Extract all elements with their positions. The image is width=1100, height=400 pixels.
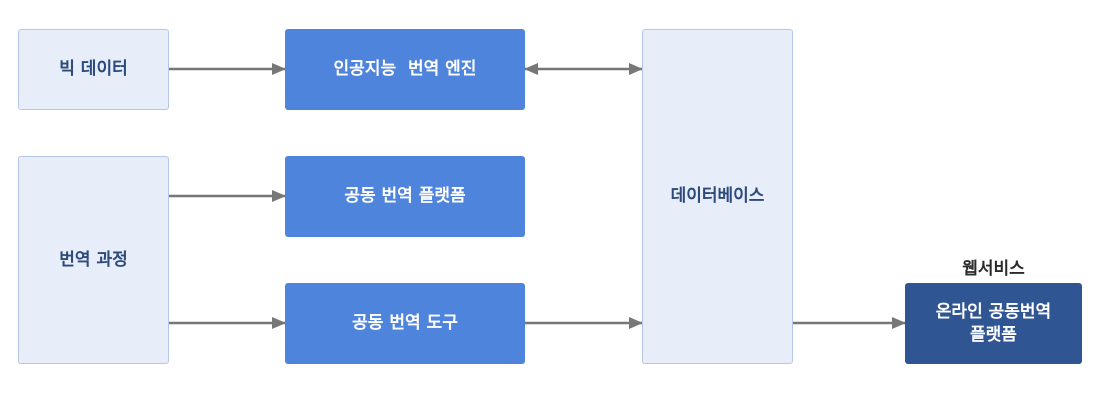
translation-process-node: 번역 과정	[18, 156, 169, 364]
big-data-label: 빅 데이터	[59, 59, 128, 79]
translation-process-label: 번역 과정	[59, 249, 128, 270]
big-data-node: 빅 데이터	[18, 29, 169, 110]
collab-translation-tool-label: 공동 번역 도구	[352, 313, 458, 333]
online-collab-platform-node: 온라인 공동번역 플랫폼	[905, 283, 1082, 364]
ai-translation-engine-label: 인공지능 번역 엔진	[333, 59, 477, 79]
online-collab-platform-label: 온라인 공동번역 플랫폼	[935, 301, 1052, 345]
collab-translation-platform-label: 공동 번역 플랫폼	[344, 186, 466, 206]
database-label: 데이터베이스	[670, 186, 765, 206]
collab-translation-platform-node: 공동 번역 플랫폼	[285, 156, 525, 237]
database-node: 데이터베이스	[642, 29, 793, 364]
web-service-caption: 웹서비스	[962, 259, 1025, 279]
collab-translation-tool-node: 공동 번역 도구	[285, 283, 525, 364]
ai-translation-engine-node: 인공지능 번역 엔진	[285, 29, 525, 110]
